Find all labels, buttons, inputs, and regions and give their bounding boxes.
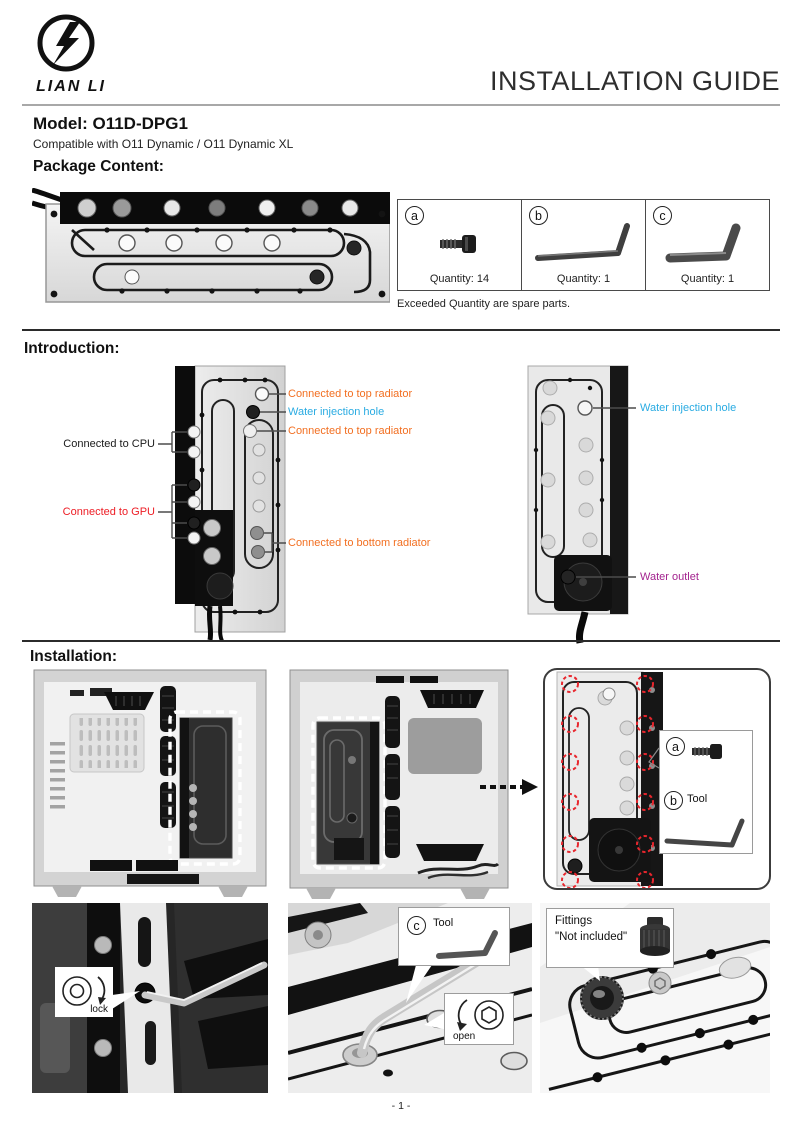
- tool-c-callout: c Tool: [398, 907, 510, 966]
- lock-label: lock: [90, 1004, 108, 1015]
- tool-c-label: Tool: [433, 917, 454, 929]
- label-top-radiator-1: Connected to top radiator: [288, 388, 413, 400]
- model-title: Model: O11D-DPG1: [33, 114, 188, 133]
- distro-plate-horizontal-image: [32, 188, 390, 303]
- section-package-content: Package Content:: [33, 158, 164, 175]
- open-turn-icon: [457, 999, 504, 1031]
- part-b-letter-badge: b: [529, 206, 548, 225]
- part-cell-a: a Quantity: 14: [398, 200, 522, 290]
- brand-name: LIAN LI: [36, 78, 106, 95]
- fitting-icon: [640, 917, 670, 956]
- hex-key-long-icon: [664, 818, 745, 848]
- install-detail-panel: a b Tool: [543, 668, 771, 890]
- screw-icon: [440, 235, 476, 253]
- fittings-label-line1: Fittings: [555, 915, 593, 927]
- label-top-radiator-2: Connected to top radiator: [288, 425, 413, 437]
- part-b-quantity: Quantity: 1: [556, 273, 611, 285]
- brand-block: [36, 10, 146, 81]
- spare-parts-note: Exceeded Quantity are spare parts.: [397, 298, 571, 310]
- distro-plate-front-image: [158, 365, 286, 642]
- page-number: - 1 -: [391, 1100, 411, 1112]
- detail-part-a-letter-badge: a: [666, 737, 685, 756]
- case-main-chamber-image: [33, 669, 267, 897]
- distro-plate-photo: [32, 188, 390, 306]
- case-back-chamber-photo: [288, 668, 510, 900]
- intro-back-figure: Water injection hole Water outlet: [490, 360, 790, 645]
- hex-key-short-icon: [665, 223, 741, 263]
- section-installation: Installation:: [30, 648, 117, 665]
- fittings-photo: Fittings "Not included": [540, 903, 770, 1093]
- intro-front-figure: Connected to top radiator Water injectio…: [60, 360, 435, 642]
- part-a-quantity: Quantity: 14: [429, 273, 490, 285]
- section-introduction: Introduction:: [24, 340, 120, 357]
- label-cpu: Connected to CPU: [63, 438, 155, 450]
- label-water-outlet: Water outlet: [640, 571, 699, 583]
- lianli-logo-icon: [37, 14, 95, 72]
- open-label: open: [453, 1031, 476, 1042]
- page-title: INSTALLATION GUIDE: [489, 66, 780, 96]
- tool-c-letter-badge: c: [407, 916, 426, 935]
- label-water-injection-back: Water injection hole: [640, 402, 737, 414]
- label-water-injection-front: Water injection hole: [288, 406, 385, 418]
- hex-key-long-icon: [535, 223, 630, 261]
- plate-screws-detail-image: [556, 671, 663, 888]
- hex-key-short-icon: [436, 930, 498, 959]
- open-step-photo: c Tool open: [288, 903, 532, 1093]
- lock-callout: lock: [55, 967, 113, 1017]
- screw-icon: [692, 744, 722, 759]
- part-a-letter-badge: a: [405, 206, 424, 225]
- tools-inset-box: a b Tool: [659, 730, 753, 854]
- label-bottom-radiator: Connected to bottom radiator: [288, 537, 431, 549]
- label-gpu: Connected to GPU: [62, 506, 155, 518]
- header-divider: [22, 104, 780, 106]
- case-back-chamber-image: [289, 669, 509, 899]
- model-compatibility: Compatible with O11 Dynamic / O11 Dynami…: [33, 137, 294, 151]
- part-c-quantity: Quantity: 1: [680, 273, 735, 285]
- open-callout: open: [444, 993, 514, 1045]
- lock-step-image: [32, 903, 268, 1093]
- part-c-letter-badge: c: [653, 206, 672, 225]
- arrow-right-icon: [480, 779, 538, 795]
- detail-tool-label: Tool: [687, 793, 708, 805]
- section-divider-2: [22, 640, 780, 642]
- parts-table: a Quantity: 14 b Quantity: 1 c: [397, 199, 770, 291]
- section-divider-1: [22, 329, 780, 331]
- fittings-callout: Fittings "Not included": [546, 908, 674, 968]
- case-main-chamber-photo: [32, 668, 268, 898]
- detail-part-b-letter-badge: b: [664, 791, 683, 810]
- fittings-label-line2: "Not included": [555, 931, 628, 943]
- lock-turn-icon: [62, 976, 106, 1006]
- lock-step-photo: lock: [32, 903, 268, 1093]
- part-cell-b: b Quantity: 1: [522, 200, 646, 290]
- part-cell-c: c Quantity: 1: [646, 200, 769, 290]
- distro-plate-back-image: [527, 365, 636, 644]
